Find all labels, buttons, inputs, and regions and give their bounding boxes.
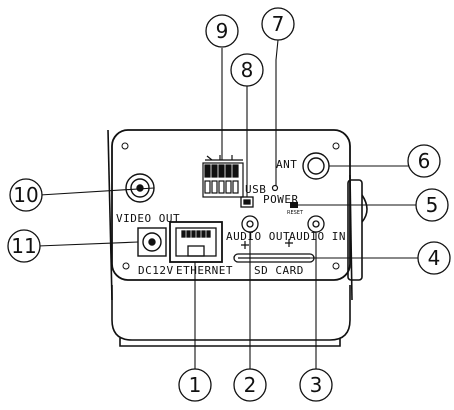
callout-circle-6 xyxy=(407,144,441,178)
ethernet-port xyxy=(169,221,223,263)
label-usb: USB xyxy=(245,183,266,196)
label-dc12v: DC12V xyxy=(138,264,174,277)
usb-port xyxy=(240,196,254,208)
audio-plus-marks xyxy=(241,239,293,249)
callout-circle-4 xyxy=(417,241,451,275)
label-ant: ANT xyxy=(276,158,297,171)
callout-circle-10 xyxy=(9,178,43,212)
callout-number-4: 4 xyxy=(428,246,441,270)
callout-number-3: 3 xyxy=(310,373,323,397)
callout-number-8: 8 xyxy=(241,58,254,82)
terminal-block xyxy=(202,155,244,198)
callout-number-7: 7 xyxy=(272,12,285,36)
callout-number-1: 1 xyxy=(189,373,202,397)
callout-circle-3 xyxy=(299,368,333,402)
dc12v-jack xyxy=(137,227,167,257)
callout-numbers: 1 2 3 4 5 6 7 8 9 10 11 xyxy=(11,12,440,397)
callout-circle-7 xyxy=(261,7,295,41)
callout-number-11: 11 xyxy=(11,234,36,258)
callout-circle-9 xyxy=(205,14,239,48)
label-audio-in: AUDIO IN xyxy=(289,230,346,243)
callout-circle-1 xyxy=(178,368,212,402)
leader-lines xyxy=(37,39,424,374)
reset-button xyxy=(290,202,298,208)
power-led xyxy=(271,184,279,192)
callout-number-10: 10 xyxy=(13,183,38,207)
callout-number-9: 9 xyxy=(216,19,229,43)
label-audio-out: AUDIO OUT xyxy=(226,230,290,243)
callout-number-6: 6 xyxy=(418,149,431,173)
callouts xyxy=(7,7,451,402)
label-power: POWER xyxy=(263,193,299,206)
callout-circle-2 xyxy=(233,368,267,402)
callout-number-5: 5 xyxy=(426,193,439,217)
callout-circle-8 xyxy=(230,53,264,87)
callout-number-2: 2 xyxy=(244,373,257,397)
antenna-connector xyxy=(302,152,330,180)
label-ethernet: ETHERNET xyxy=(176,264,233,277)
callout-circle-5 xyxy=(415,188,449,222)
label-reset: RESET xyxy=(287,210,304,216)
label-sd-card: SD CARD xyxy=(254,264,304,277)
sd-card-slot xyxy=(233,253,315,263)
label-video-out: VIDEO OUT xyxy=(116,212,180,225)
callout-circle-11 xyxy=(7,229,41,263)
